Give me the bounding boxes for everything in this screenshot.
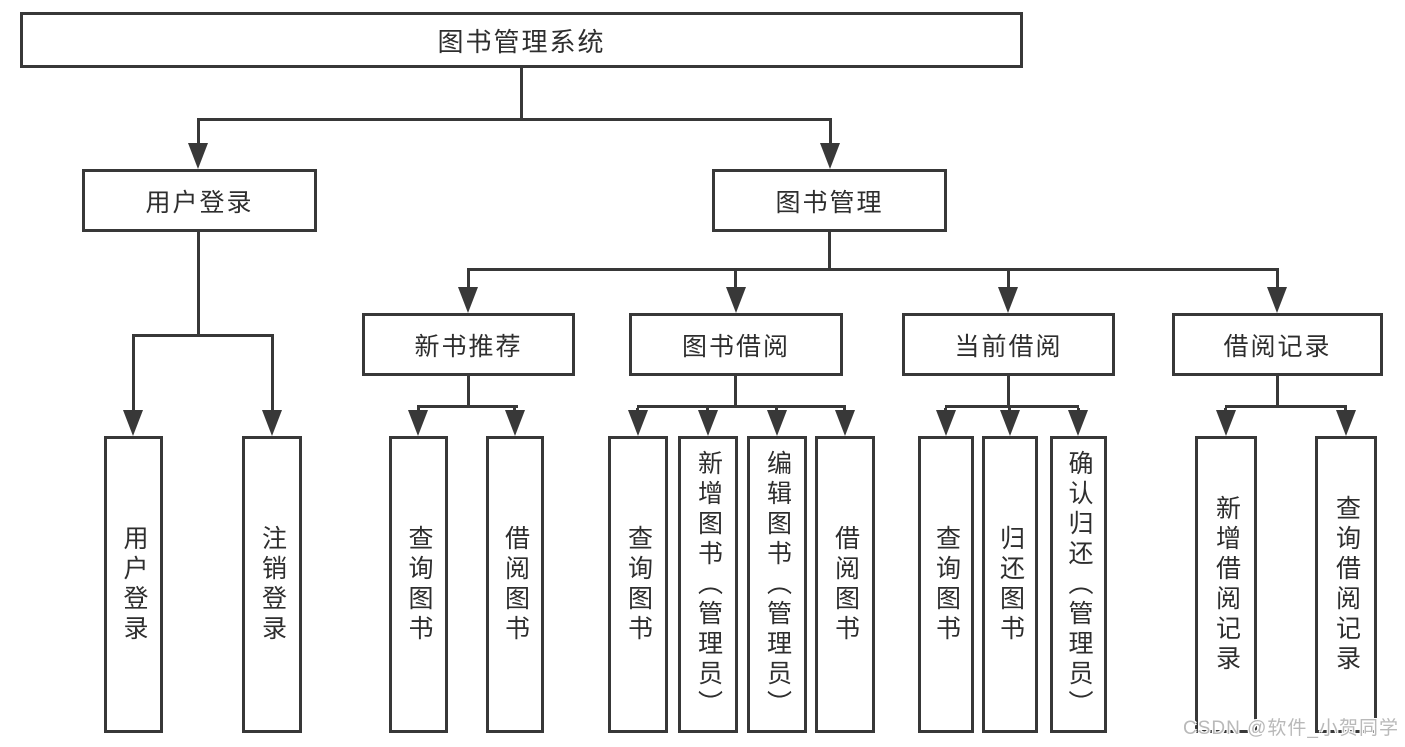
connector-line (132, 334, 274, 337)
connector-line (197, 121, 200, 149)
arrow-down-icon (1068, 410, 1088, 436)
leaf-label: 注销登录 (258, 524, 287, 645)
leaf-label: 新增图书（管理员） (694, 449, 723, 720)
node-label: 图书管理 (775, 188, 884, 217)
node-label: 当前借阅 (954, 332, 1063, 361)
leaf-borrow-books-borrow: 借阅图书 (815, 436, 875, 733)
connector-line (520, 66, 523, 120)
connector-line (1225, 405, 1347, 408)
node-root: 图书管理系统 (20, 12, 1023, 68)
node-book-management: 图书管理 (712, 169, 947, 232)
leaf-return-books: 归还图书 (982, 436, 1038, 733)
node-current-borrowing: 当前借阅 (902, 313, 1115, 376)
leaf-borrow-books-recommend: 借阅图书 (486, 436, 544, 733)
node-label: 新书推荐 (414, 332, 523, 361)
leaf-add-borrow-record: 新增借阅记录 (1195, 436, 1257, 733)
connector-line (1007, 376, 1010, 407)
node-book-borrowing: 图书借阅 (629, 313, 843, 376)
connector-line (945, 405, 1079, 408)
arrow-down-icon (1216, 410, 1236, 436)
arrow-down-icon (835, 410, 855, 436)
leaf-label: 归还图书 (996, 524, 1025, 645)
leaf-add-books-admin: 新增图书（管理员） (678, 436, 738, 733)
node-user-login: 用户登录 (82, 169, 317, 232)
connector-line (271, 337, 274, 413)
arrow-down-icon (998, 287, 1018, 313)
node-label: 用户登录 (145, 188, 254, 217)
connector-line (1276, 271, 1279, 289)
arrow-down-icon (698, 410, 718, 436)
connector-line (467, 268, 1279, 271)
arrow-down-icon (936, 410, 956, 436)
leaf-query-books-borrow: 查询图书 (608, 436, 668, 733)
leaf-user-login: 用户登录 (104, 436, 163, 733)
leaf-label: 查询图书 (932, 524, 961, 645)
watermark: CSDN @软件_小贺同学 (1183, 718, 1399, 739)
leaf-label: 查询图书 (624, 524, 653, 645)
leaf-label: 编辑图书（管理员） (763, 449, 792, 720)
arrow-down-icon (458, 287, 478, 313)
leaf-label: 查询图书 (405, 524, 433, 645)
arrow-down-icon (628, 410, 648, 436)
arrow-down-icon (188, 143, 208, 169)
leaf-edit-books-admin: 编辑图书（管理员） (747, 436, 807, 733)
connector-line (1276, 376, 1279, 407)
connector-line (828, 232, 831, 271)
arrow-down-icon (767, 410, 787, 436)
node-borrowing-records: 借阅记录 (1172, 313, 1383, 376)
arrow-down-icon (262, 410, 282, 436)
connector-line (829, 121, 832, 149)
leaf-confirm-return-admin: 确认归还（管理员） (1050, 436, 1107, 733)
connector-line (197, 232, 200, 336)
arrow-down-icon (1267, 287, 1287, 313)
node-root-label: 图书管理系统 (437, 26, 606, 57)
leaf-label: 确认归还（管理员） (1065, 449, 1093, 720)
arrow-down-icon (726, 287, 746, 313)
leaf-label: 用户登录 (120, 524, 148, 645)
connector-line (637, 405, 846, 408)
connector-line (734, 376, 737, 407)
connector-line (197, 118, 832, 121)
arrow-down-icon (820, 143, 840, 169)
arrow-down-icon (505, 410, 525, 436)
arrow-down-icon (1000, 410, 1020, 436)
leaf-query-borrow-record: 查询借阅记录 (1315, 436, 1377, 733)
connector-line (467, 376, 470, 407)
arrow-down-icon (1336, 410, 1356, 436)
node-label: 借阅记录 (1223, 332, 1332, 361)
leaf-label: 查询借阅记录 (1332, 494, 1361, 675)
connector-line (132, 337, 135, 413)
leaf-label: 新增借阅记录 (1212, 494, 1241, 675)
connector-line (467, 271, 470, 289)
leaf-logout: 注销登录 (242, 436, 302, 733)
arrow-down-icon (408, 410, 428, 436)
arrow-down-icon (123, 410, 143, 436)
leaf-query-books-recommend: 查询图书 (389, 436, 448, 733)
connector-line (417, 405, 518, 408)
node-label: 图书借阅 (681, 332, 790, 361)
connector-line (1007, 271, 1010, 289)
node-new-book-recommendation: 新书推荐 (362, 313, 575, 376)
leaf-label: 借阅图书 (831, 524, 860, 645)
connector-line (734, 271, 737, 289)
leaf-query-books-current: 查询图书 (918, 436, 974, 733)
leaf-label: 借阅图书 (501, 524, 530, 645)
